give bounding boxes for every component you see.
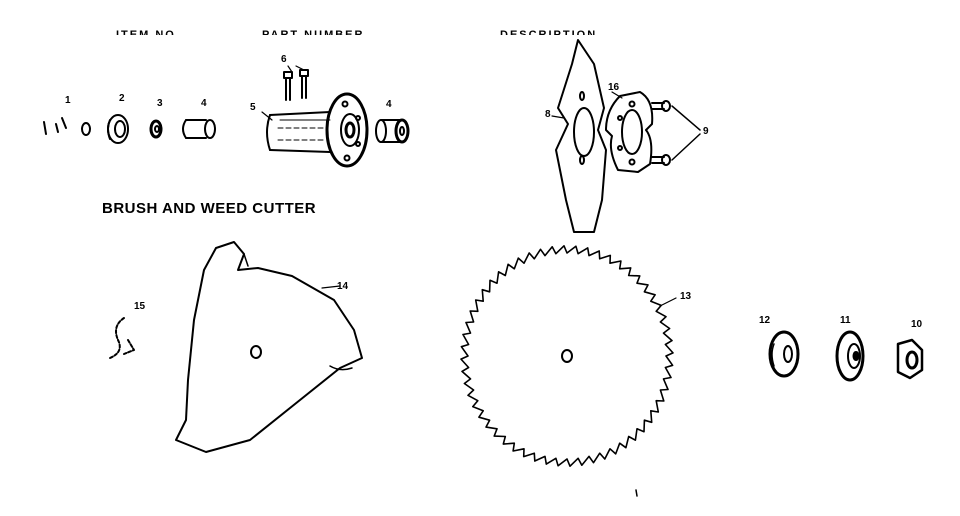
part-4-bushing-right xyxy=(375,118,410,144)
part-4-bushing-left xyxy=(182,119,216,139)
part-5-hub xyxy=(266,92,369,168)
diagram-title: BRUSH AND WEED CUTTER xyxy=(102,200,317,217)
callout-4a: 4 xyxy=(201,98,207,109)
part-15-clip xyxy=(109,317,135,359)
part-3-washer xyxy=(149,119,163,139)
part-14-guard xyxy=(175,241,363,453)
part-1-screw xyxy=(43,117,91,136)
leader-lines xyxy=(261,65,677,307)
part-11-cupped-washer xyxy=(835,330,865,382)
part-6-bolts xyxy=(283,69,309,101)
callout-8: 8 xyxy=(545,109,551,120)
callout-4b: 4 xyxy=(386,99,392,110)
callout-13: 13 xyxy=(680,291,692,302)
callout-11: 11 xyxy=(840,315,851,326)
scan-speck xyxy=(635,489,638,497)
callout-6: 6 xyxy=(281,54,287,65)
part-2-washer xyxy=(107,114,129,144)
header-description: DESCRIPTION xyxy=(500,29,598,35)
callout-10: 10 xyxy=(911,319,923,330)
header-part-number: PART NUMBER xyxy=(262,29,365,35)
part-10-hex-nut xyxy=(896,338,924,380)
callout-1: 1 xyxy=(65,95,71,106)
callout-14: 14 xyxy=(337,281,349,292)
callout-16: 16 xyxy=(608,82,620,93)
part-16-adapter-plate xyxy=(605,91,654,173)
callout-9: 9 xyxy=(703,126,709,137)
callout-15: 15 xyxy=(134,301,146,312)
callout-3: 3 xyxy=(157,98,163,109)
part-9-bolts xyxy=(651,100,701,166)
header-item-no: ITEM NO. xyxy=(116,29,181,35)
callout-12: 12 xyxy=(759,315,771,326)
part-8-brush-blade xyxy=(555,39,607,233)
callout-5: 5 xyxy=(250,102,256,113)
part-12-washer xyxy=(768,330,800,378)
part-13-saw-blade xyxy=(460,245,674,468)
callout-2: 2 xyxy=(119,93,125,104)
